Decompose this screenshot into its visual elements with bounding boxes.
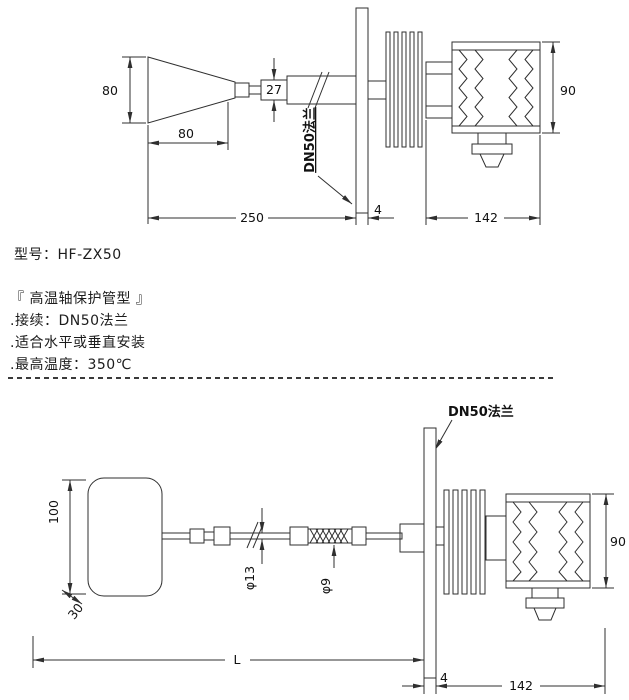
bottom-dimensions: L 4 142 (32, 628, 606, 694)
series-text: 『 高温轴保护管型 』 (10, 291, 151, 307)
installation-text: .适合水平或垂直安装 (10, 335, 146, 351)
paddle (87, 477, 163, 597)
model-text: 型号：HF-ZX50 (14, 247, 122, 263)
dim-shaft-diameter: 27 (266, 58, 282, 122)
flange-label: DN50法兰 (302, 107, 318, 173)
dim-shaft-diameter: φ13 (242, 508, 265, 590)
dashed-divider (8, 377, 553, 379)
dim-90: 90 (610, 534, 626, 549)
dim-L: L (234, 652, 241, 667)
dim-30: 30 (65, 600, 87, 622)
dim-100: 100 (46, 500, 61, 524)
flange-plate (355, 7, 369, 214)
shaft-assembly (234, 71, 357, 109)
dim-paddle-width: 80 (148, 102, 229, 150)
flexible-cable (307, 528, 353, 544)
flange-label: DN50法兰 (448, 404, 514, 420)
dim-80-vertical: 80 (102, 83, 118, 98)
dim-27: 27 (266, 82, 282, 97)
flange-callout: DN50法兰 (434, 404, 514, 451)
dim-phi13: φ13 (242, 566, 257, 590)
dim-142: 142 (474, 210, 498, 225)
dim-phi9: φ9 (318, 578, 333, 594)
top-technical-drawing: 80 80 27 DN50法兰 (102, 7, 576, 225)
dim-4: 4 (440, 670, 448, 685)
motor-housing (451, 41, 541, 168)
bottom-technical-drawing: DN50法兰 100 30 (32, 404, 626, 694)
dim-250: 250 (240, 210, 264, 225)
paddle (147, 56, 236, 124)
dim-4: 4 (374, 202, 382, 217)
connection-text: .接续：DN50法兰 (10, 313, 129, 329)
flange-callout: DN50法兰 (302, 107, 353, 205)
cooling-fins (367, 31, 453, 148)
cooling-fins (435, 489, 507, 595)
dim-housing-height: 90 (592, 493, 626, 589)
dim-cable-diameter: φ9 (318, 545, 337, 594)
dim-80-horizontal: 80 (178, 126, 194, 141)
bottom-dimensions: 250 4 142 (147, 120, 541, 225)
dim-142: 142 (509, 678, 533, 693)
max-temperature-text: .最高温度：350℃ (10, 357, 132, 373)
dim-90: 90 (560, 83, 576, 98)
dim-paddle-length: 100 (46, 479, 86, 595)
motor-housing (505, 493, 591, 621)
dim-paddle-height: 80 (102, 56, 146, 124)
dim-paddle-width: 30 (61, 589, 87, 622)
dim-housing-height: 90 (542, 41, 576, 134)
shaft-assembly (161, 521, 425, 553)
flange-plate (423, 427, 437, 679)
